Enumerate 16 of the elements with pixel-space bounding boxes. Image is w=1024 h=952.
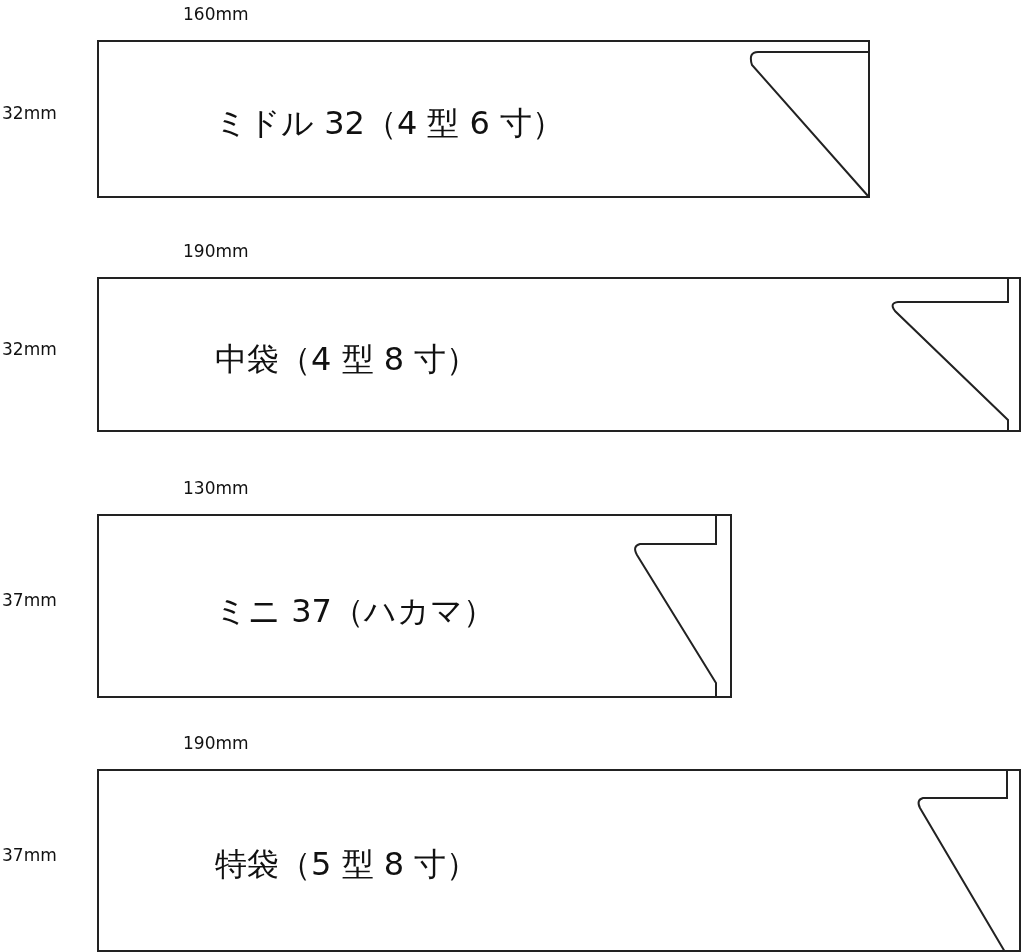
bag-size-name: ミドル 32（4 型 6 寸） — [215, 103, 565, 144]
height-label: 32mm — [2, 338, 57, 359]
width-label: 190mm — [183, 241, 249, 261]
bag-outline — [97, 514, 732, 698]
width-label: 130mm — [183, 478, 249, 498]
width-label: 160mm — [183, 4, 249, 24]
height-label: 37mm — [2, 844, 57, 865]
bag-outline — [97, 40, 870, 198]
height-label: 37mm — [2, 590, 57, 610]
bag-size-name: 中袋（4 型 8 寸） — [215, 339, 479, 380]
bag-size-name: ミニ 37（ハカマ） — [215, 591, 495, 632]
bag-outline — [97, 769, 1021, 952]
height-label: 32mm — [2, 103, 57, 123]
width-label: 190mm — [183, 733, 249, 753]
bag-size-name: 特袋（5 型 8 寸） — [215, 844, 479, 885]
bag-outline — [97, 277, 1021, 432]
